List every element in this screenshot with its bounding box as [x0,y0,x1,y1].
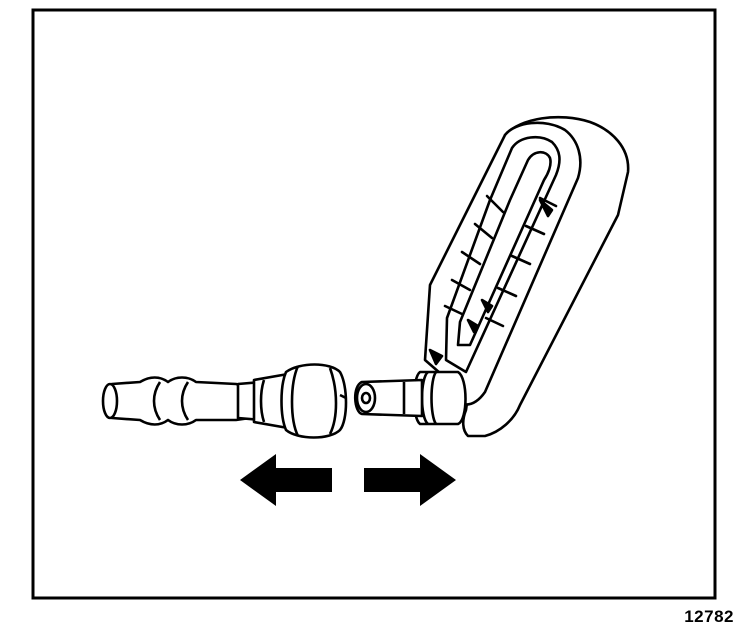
connector-handle [423,115,630,438]
arrow-left-icon [240,454,332,506]
figure-frame [31,8,717,600]
figure-number: 12782 [684,607,734,626]
connector-spigot [353,370,467,426]
arrow-right-icon [364,454,456,506]
hose-socket [101,363,348,439]
